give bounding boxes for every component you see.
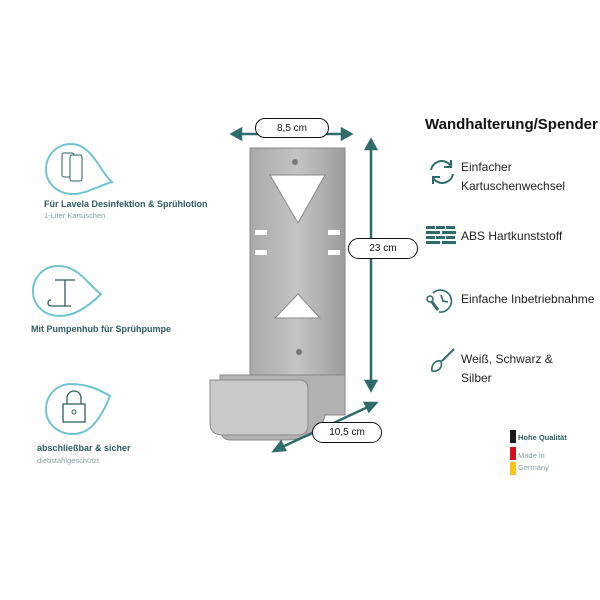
feature-cartridge-change-line2: Kartuschenwechsel	[461, 179, 566, 193]
bricks-icon	[426, 226, 456, 244]
pump-icon	[31, 264, 103, 318]
feature-colors-line1: Weiß, Schwarz &	[461, 352, 553, 366]
quality-label: Hohe Qualität	[518, 433, 567, 442]
depth-label: 10,5 cm	[312, 422, 382, 443]
feature-cartridge-change-line1: Einfacher	[461, 160, 512, 174]
made-in-label: Made in	[518, 451, 545, 460]
feature-cartridges-subtitle: 1-Liter Kartuschen	[44, 211, 106, 220]
lock-icon	[44, 382, 112, 436]
clock-tool-icon	[426, 289, 453, 313]
feature-lock-subtitle: diebstahlgeschützt	[37, 456, 100, 465]
cartridges-icon	[44, 142, 114, 196]
feature-pump-title: Mit Pumpenhub für Sprühpumpe	[31, 324, 171, 334]
feature-colors-line2: Silber	[461, 371, 492, 385]
flag-gold-stripe	[510, 462, 516, 475]
germany-label: Germany	[518, 463, 549, 472]
flag-black-stripe	[510, 430, 516, 443]
feature-easy-setup: Einfache Inbetriebnahme	[461, 292, 595, 306]
wall-bracket-image	[209, 147, 346, 441]
refresh-icon	[430, 160, 454, 184]
feature-abs-plastic: ABS Hartkunststoff	[461, 229, 563, 243]
product-title: Wandhalterung/Spender	[425, 116, 598, 133]
feature-cartridges-title: Für Lavela Desinfektion & Sprühlotion	[44, 199, 208, 209]
brush-icon	[431, 348, 455, 372]
feature-lock-title: abschließbar & sicher	[37, 443, 131, 453]
height-label: 23 cm	[348, 238, 418, 259]
flag-red-stripe	[510, 447, 516, 460]
width-label: 8,5 cm	[255, 118, 329, 138]
